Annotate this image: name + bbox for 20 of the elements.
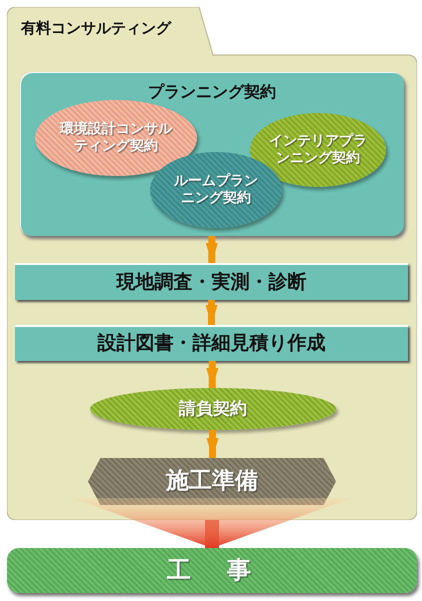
step-bar	[15, 325, 408, 361]
funnel-arrow	[72, 498, 352, 548]
node-text: 有料コンサルティング	[21, 19, 171, 38]
arrow	[206, 300, 218, 325]
final-bar	[7, 548, 417, 593]
node-text: 環境設計コンサルティング契約	[58, 121, 174, 155]
node-text: 施工準備	[166, 468, 258, 496]
node-text: プランニング契約	[148, 82, 276, 103]
node-text: インテリアプランニング契約	[268, 133, 368, 167]
step-bar	[15, 263, 408, 300]
node-text: 設計図書・詳細見積り作成	[98, 331, 326, 356]
arrow	[206, 236, 218, 263]
node-text: ルームプランニング契約	[172, 173, 259, 207]
group-panel	[20, 72, 404, 236]
node-text: 工 事	[167, 556, 257, 585]
folder-panel	[7, 7, 417, 520]
node-text: 請負契約	[179, 398, 247, 420]
node-text: 現地調査・実測・診断	[116, 270, 306, 294]
arrow	[206, 361, 218, 388]
arrow	[206, 430, 218, 458]
